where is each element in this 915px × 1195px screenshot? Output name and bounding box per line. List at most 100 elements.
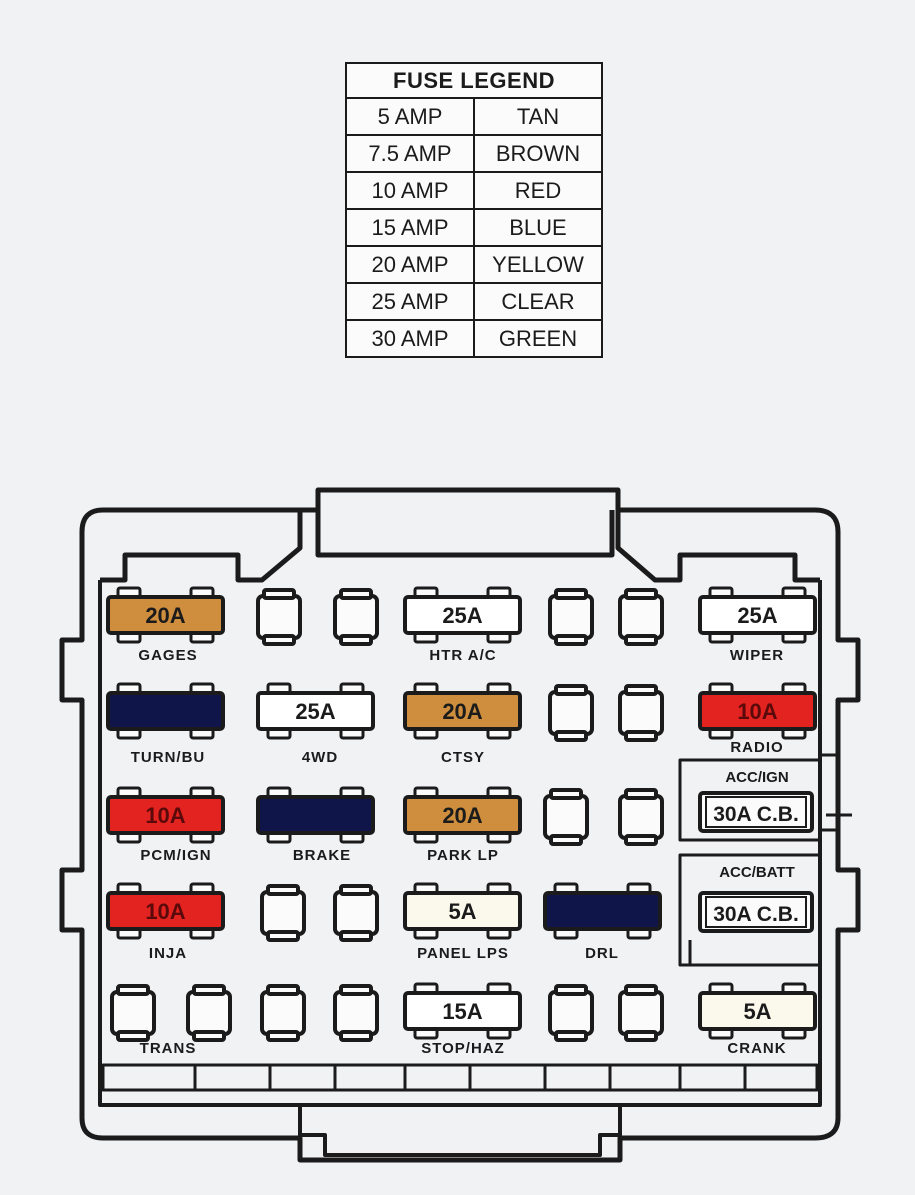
fuse-label: PCM/IGN: [140, 847, 211, 864]
socket-clip: [266, 930, 300, 942]
fuse-label: BRAKE: [293, 847, 351, 864]
fuse-label: STOP/HAZ: [421, 1040, 505, 1057]
fuse-brake: BRAKE: [256, 786, 375, 864]
empty-fuse-socket: [618, 690, 664, 736]
socket-clip: [554, 1030, 588, 1042]
fuse-box-housing: [59, 487, 861, 1163]
fuse-rating: 20A: [145, 603, 185, 628]
socket-clip: [116, 984, 150, 996]
socket-clip: [266, 884, 300, 896]
breaker-inner: [705, 796, 807, 828]
fuse-label: 4WD: [302, 749, 338, 766]
socket-clip: [624, 588, 658, 600]
fuse-drl: DRL: [543, 882, 662, 962]
fuse-label: GAGES: [138, 647, 197, 664]
empty-fuse-socket: [618, 990, 664, 1036]
fuse-label: DRL: [585, 945, 619, 962]
fuse-label: PARK LP: [427, 847, 499, 864]
socket-clip: [339, 588, 373, 600]
socket-clip: [339, 1030, 373, 1042]
breaker-inner: [705, 896, 807, 928]
fuse-body: [403, 891, 522, 931]
empty-fuse-socket: [110, 990, 156, 1036]
legend-color: BLUE: [473, 208, 603, 247]
legend-color: RED: [473, 171, 603, 210]
empty-fuse-socket: [548, 690, 594, 736]
fuse-trans: TRANS: [140, 1040, 197, 1057]
socket-clip: [339, 984, 373, 996]
fuse-body: [106, 891, 225, 931]
breaker-rating: 30A C.B.: [713, 803, 799, 826]
empty-fuse-socket: [333, 990, 379, 1036]
fuse-rating: 10A: [737, 699, 777, 724]
socket-clip: [266, 984, 300, 996]
fuse-body: [403, 991, 522, 1031]
socket-clip: [554, 634, 588, 646]
legend-title: FUSE LEGEND: [345, 62, 603, 99]
fuse-rating: 25A: [442, 603, 482, 628]
socket-clip: [624, 788, 658, 800]
socket-clip: [262, 634, 296, 646]
empty-fuse-socket: [186, 990, 232, 1036]
fuse-wiper: 25A WIPER: [698, 586, 817, 664]
socket-clip: [624, 634, 658, 646]
empty-fuse-socket: [333, 890, 379, 936]
empty-fuse-socket: [618, 594, 664, 640]
legend-amp: 30 AMP: [345, 319, 475, 358]
socket-clip: [262, 588, 296, 600]
legend-amp: 20 AMP: [345, 245, 475, 284]
socket-clip: [624, 684, 658, 696]
fuse-body: [403, 795, 522, 835]
fuse-label: TURN/BU: [131, 749, 206, 766]
socket-clip: [624, 834, 658, 846]
fuse-body: [698, 991, 817, 1031]
fuse-body: [256, 795, 375, 835]
socket-clip: [554, 588, 588, 600]
legend-color: GREEN: [473, 319, 603, 358]
empty-fuse-socket: [260, 990, 306, 1036]
fuse-htr-ac: 25A HTR A/C: [403, 586, 522, 664]
empty-fuse-socket: [548, 594, 594, 640]
fuse-body: [698, 691, 817, 731]
socket-clip: [549, 834, 583, 846]
fuse-body: [106, 691, 225, 731]
breaker-header: ACC/BATT: [719, 864, 795, 881]
legend-color: TAN: [473, 97, 603, 136]
fuse-body: [543, 891, 662, 931]
legend-color: BROWN: [473, 134, 603, 173]
socket-clip: [116, 1030, 150, 1042]
fuse-label: PANEL LPS: [417, 945, 509, 962]
fuse-rating: 25A: [737, 603, 777, 628]
legend-amp: 5 AMP: [345, 97, 475, 136]
legend-amp: 10 AMP: [345, 171, 475, 210]
socket-clip: [339, 930, 373, 942]
fuse-rating: 20A: [442, 803, 482, 828]
empty-fuse-socket: [256, 594, 302, 640]
fuse-label: CTSY: [441, 749, 485, 766]
empty-fuse-socket: [333, 594, 379, 640]
fuse-label: HTR A/C: [429, 647, 496, 664]
breaker-rating: 30A C.B.: [713, 903, 799, 926]
socket-clip: [554, 730, 588, 742]
socket-clip: [192, 984, 226, 996]
empty-fuse-socket: [260, 890, 306, 936]
fuse-body: [106, 795, 225, 835]
fuse-label: TRANS: [140, 1040, 197, 1057]
empty-fuse-socket: [548, 990, 594, 1036]
fuse-rating: 10A: [145, 803, 185, 828]
fuse-gages: 20A GAGES: [106, 586, 225, 664]
fuse-label: WIPER: [730, 647, 784, 664]
legend-amp: 15 AMP: [345, 208, 475, 247]
fuse-rating: 20A: [442, 699, 482, 724]
